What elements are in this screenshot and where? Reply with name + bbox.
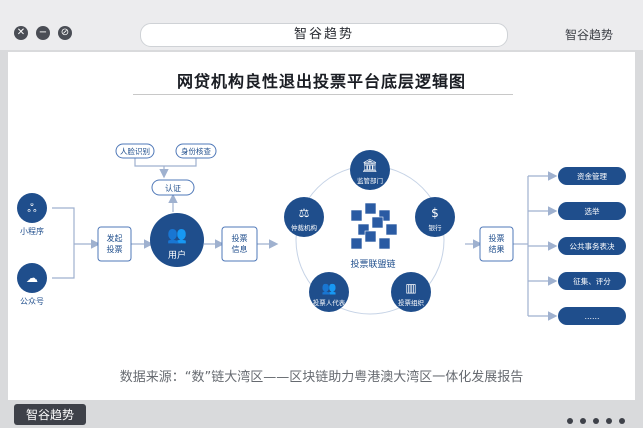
vote-info-label: 投票信息 [232,233,248,254]
outcome-label: 征集、评分 [573,276,611,286]
content-area: 网贷机构良性退出投票平台底层逻辑图 [8,52,635,400]
page-dot[interactable] [606,418,612,424]
diagram-title: 网贷机构良性退出投票平台底层逻辑图 [176,72,466,91]
user-node: 👥 用户 [150,213,204,267]
users-icon: 👥 [167,225,187,244]
outcome-label: 选举 [585,206,600,216]
connector-lines [52,158,558,321]
data-source-note: 数据来源：“数”链大湾区——区块链助力粤港澳大湾区一体化发展报告 [119,370,524,385]
chain-center: 投票联盟链 [350,202,398,270]
window-title: 智谷趋势 [140,23,508,47]
chain-node-label: 仲裁机构 [291,223,318,232]
bottom-bar [0,400,643,428]
title-divider [133,94,513,95]
step-initiate-vote: 发起投票 [97,226,132,262]
miniprogram-icon: ஃ [27,201,37,215]
chain-center-label: 投票联盟链 [350,258,395,270]
outcome-label: 资金管理 [577,171,607,181]
step-vote-info: 投票信息 [221,226,258,262]
outcome-public-affairs-vote: 公共事务表决 [558,237,626,255]
user-label: 用户 [168,249,186,261]
node-arbitration: ⚖ 仲裁机构 [284,197,324,237]
page-dot[interactable] [593,418,599,424]
step-label-line1: 发起投票 [107,233,123,254]
page-dot[interactable] [619,418,625,424]
auth-face: 人脸识别 [115,143,155,159]
wechat-icon: ☁ [26,271,38,285]
chain-node-label: 投票组织 [398,298,425,307]
vote-result-label: 投票结果 [489,233,505,254]
outcome-election: 选举 [558,202,626,220]
people-group-icon: 👥 [322,281,337,295]
step-vote-result: 投票结果 [479,226,514,262]
block-icon[interactable]: ⊘ [58,26,72,40]
auth-method-label: 身份核查 [181,146,211,156]
outcome-label: …… [585,312,600,321]
outcome-label: 公共事务表决 [570,241,615,251]
chain-node-label: 投票人代表 [313,298,346,307]
chain-node-label: 监管部门 [357,176,383,185]
logic-diagram: ஃ 小程序 ☁ 公众号 发起投票 人脸识别 身份核查 认证 👥 [17,143,626,325]
auth-label: 认证 [165,183,181,193]
page-dot[interactable] [580,418,586,424]
node-regulator: 🏛 监管部门 [350,150,390,190]
brand-logo-top: 智谷趋势 [565,28,614,42]
money-bag-icon: $ [431,206,439,220]
node-vote-organization: ▥ 投票组织 [391,272,431,312]
blockchain-cubes-icon [350,202,398,250]
node-voter-representative: 👥 投票人代表 [309,272,349,312]
outcome-more: …… [558,307,626,325]
auth-method-label: 人脸识别 [120,146,150,156]
auth-box: 认证 [151,179,195,196]
entry-miniprogram: ஃ 小程序 [17,193,47,236]
gavel-icon: ⚖ [299,206,310,220]
entry-label: 公众号 [20,297,44,306]
auth-identity: 身份核查 [175,143,217,159]
outcome-collection-rating: 征集、评分 [558,272,626,290]
entry-label: 小程序 [20,226,44,236]
close-icon[interactable]: ✕ [14,26,28,40]
outcome-fund-management: 资金管理 [558,167,626,185]
entry-official-account: ☁ 公众号 [17,263,47,306]
bank-building-icon: 🏛 [362,158,379,174]
brand-logo-bottom: 智谷趋势 [14,404,87,425]
page-dot[interactable] [567,418,573,424]
pagination-dots [560,409,625,428]
title-bar: ✕ − ⊘ 智谷趋势 智谷趋势 [0,0,643,50]
minimize-icon[interactable]: − [36,26,50,40]
chain-node-label: 银行 [429,223,443,232]
building-icon: ▥ [405,281,416,295]
node-bank: $ 银行 [415,197,455,237]
